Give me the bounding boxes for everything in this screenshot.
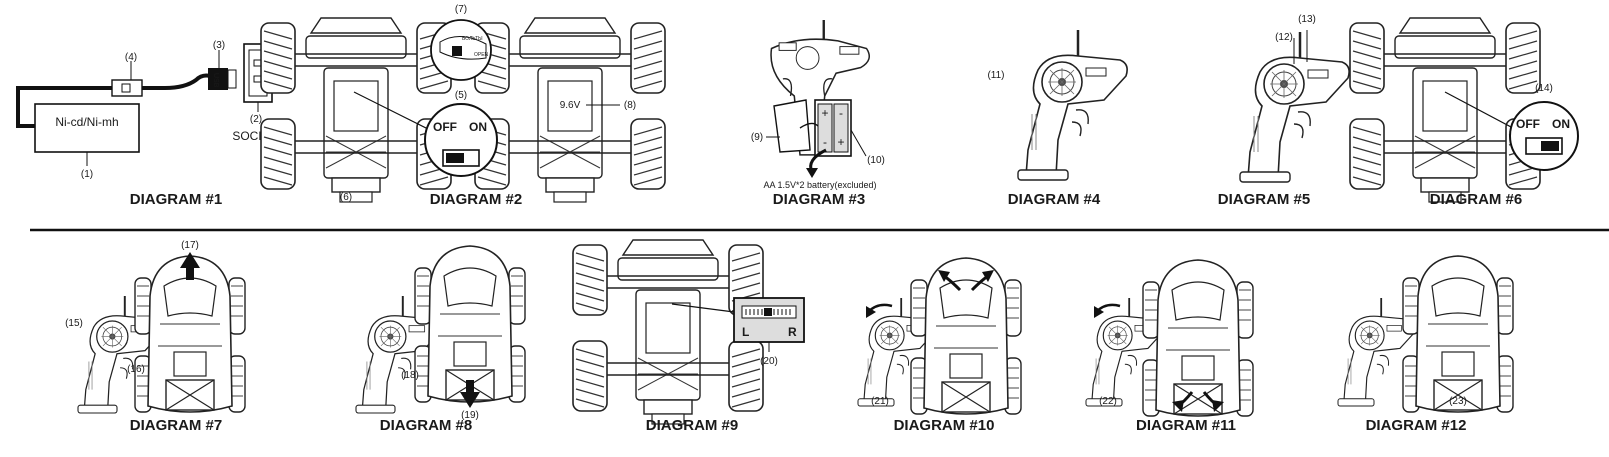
- tiny-open: OPEN: [474, 52, 489, 58]
- caption-diagram-12: DIAGRAM #12: [1366, 417, 1467, 434]
- switch-on-label: ON: [1552, 117, 1570, 131]
- diagram-10: (21) DIAGRAM #10: [857, 257, 1022, 434]
- caption-diagram-7: DIAGRAM #7: [130, 417, 223, 434]
- car-front-view: [1402, 255, 1514, 413]
- caption-diagram-11: DIAGRAM #11: [1136, 417, 1236, 434]
- label-13: (13): [1298, 14, 1316, 25]
- diagram-12: (23) DIAGRAM #12: [1337, 255, 1514, 434]
- diagram-7: (17) (15) (16) DIAGRAM #7: [65, 240, 246, 434]
- switch-off-label: OFF: [433, 120, 457, 134]
- diagram-2: OFF ON (5) (6) ВОЛЬТЫ OPEN (7) 9.6V (8) …: [260, 4, 666, 208]
- label-19: (19): [461, 410, 479, 421]
- label-12: (12): [1275, 32, 1293, 43]
- label-16: (16): [127, 364, 145, 375]
- voltage-label: 9.6V: [560, 100, 581, 111]
- car-rear-view: [1142, 259, 1254, 417]
- label-20: (20): [760, 356, 778, 367]
- label-11: (11): [987, 70, 1004, 81]
- tiny-text: ВОЛЬТЫ: [462, 36, 483, 42]
- caption-diagram-4: DIAGRAM #4: [1008, 191, 1101, 208]
- label-7: (7): [455, 4, 467, 15]
- diagram-5: (12) (13) DIAGRAM #5: [1218, 14, 1351, 208]
- diagram-6: OFF ON (14) DIAGRAM #6: [1349, 17, 1579, 208]
- diagram-11: (22) DIAGRAM #11: [1085, 259, 1254, 434]
- chassis-top-view: [1349, 17, 1541, 203]
- diagram-4: (11) DIAGRAM #4: [987, 28, 1129, 208]
- label-2: (2): [250, 114, 262, 125]
- battery-note: AA 1.5V*2 battery(excluded): [763, 180, 876, 190]
- diagram-8: (18) (19) DIAGRAM #8: [355, 245, 526, 434]
- usb-label: USB: [212, 73, 219, 88]
- caption-diagram-5: DIAGRAM #5: [1218, 191, 1311, 208]
- forward-arrow: [180, 252, 200, 280]
- switch-on-label: ON: [469, 120, 487, 134]
- label-9: (9): [751, 132, 763, 143]
- caption-diagram-1: DIAGRAM #1: [130, 191, 223, 208]
- transmitter: [1238, 30, 1351, 184]
- polarity-minus: -: [823, 135, 827, 149]
- car-front-view: [414, 245, 526, 403]
- charge-cable: [16, 73, 211, 128]
- caption-diagram-8: DIAGRAM #8: [380, 417, 473, 434]
- diagram-3: + - - + (9) (10) AA 1.5V*2 battery(exclu…: [751, 20, 885, 208]
- diagram-9: L R (20) DIAGRAM #9: [572, 239, 805, 434]
- trim-box: [733, 297, 805, 343]
- transmitter: [1016, 28, 1129, 182]
- label-4: (4): [125, 52, 137, 63]
- polarity-minus: -: [839, 106, 843, 120]
- caption-diagram-9: DIAGRAM #9: [646, 417, 739, 434]
- car-front-view: [910, 257, 1022, 415]
- trim-right-label: R: [788, 325, 797, 339]
- switch-off-label: OFF: [1516, 117, 1540, 131]
- caption-diagram-2: DIAGRAM #2: [430, 191, 523, 208]
- label-14: (14): [1535, 83, 1553, 94]
- transmitter-back-view: [770, 20, 871, 156]
- caption-diagram-10: DIAGRAM #10: [894, 417, 995, 434]
- caption-diagram-6: DIAGRAM #6: [1430, 191, 1523, 208]
- label-17: (17): [181, 240, 199, 251]
- polarity-plus: +: [821, 106, 828, 120]
- label-1: (1): [81, 169, 93, 180]
- reverse-arrow: [460, 380, 480, 408]
- chassis-top-view: [260, 17, 452, 203]
- label-15: (15): [65, 318, 83, 329]
- label-21: (21): [871, 396, 889, 407]
- label-23: (23): [1449, 396, 1467, 407]
- label-10: (10): [867, 155, 885, 166]
- polarity-plus: +: [837, 135, 844, 149]
- diagram-1: Ni-cd/Ni-mh USB (1) (2) SOCKET (3) (4) D…: [16, 40, 282, 208]
- trim-left-label: L: [742, 325, 749, 339]
- label-6: (6): [340, 192, 352, 203]
- label-3: (3): [213, 40, 225, 51]
- usb-plug: [208, 68, 228, 90]
- label-18: (18): [401, 370, 419, 381]
- label-22: (22): [1099, 396, 1117, 407]
- battery-label: Ni-cd/Ni-mh: [55, 115, 118, 129]
- switch-zoom-circle: [1509, 101, 1579, 171]
- caption-diagram-3: DIAGRAM #3: [773, 191, 866, 208]
- label-5: (5): [455, 90, 467, 101]
- label-8: (8): [624, 100, 636, 111]
